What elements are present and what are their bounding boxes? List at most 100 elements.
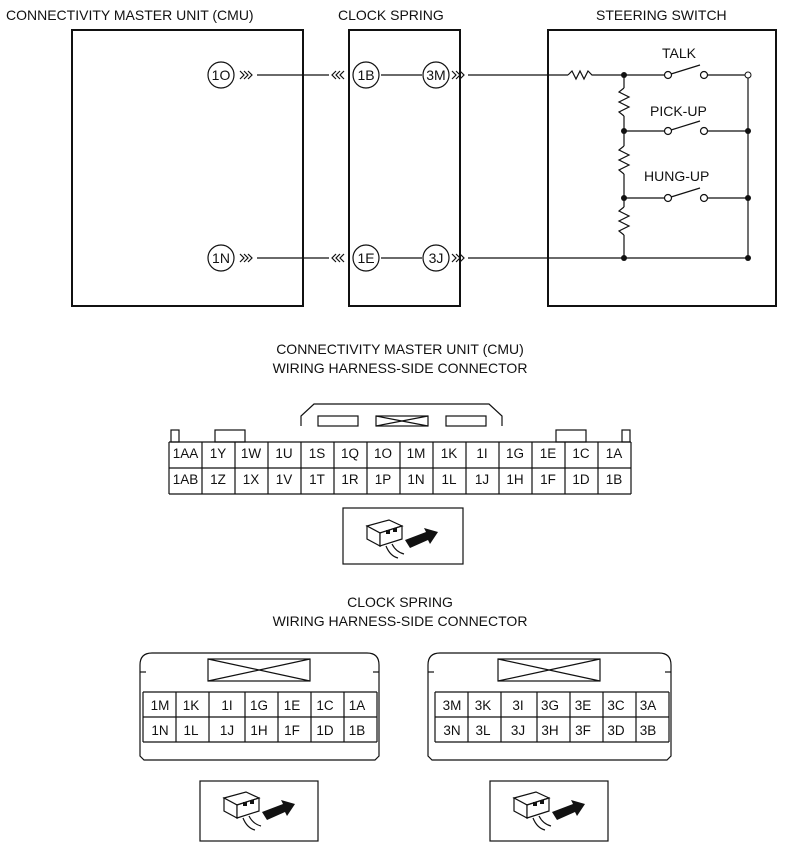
cmu-pin: 1O [374,446,392,461]
clock-pin: 1C [316,698,334,713]
wires [257,74,748,259]
resistor-3 [617,206,631,236]
cmu-pin: 1F [540,472,556,487]
clock-pin: 3N [443,723,460,738]
cmu-pin: 1B [606,472,623,487]
pin-cmu-1n: 1N [207,244,235,272]
clock-pin: 3L [475,723,491,738]
clock-connector-left-housing [139,652,380,761]
clock-pin: 1G [250,698,268,713]
cmu-pin: 1H [506,472,523,487]
cmu-pin: 1W [241,446,262,461]
cmu-pin: 1J [475,472,489,487]
steering-switch-box [547,29,777,307]
connector-mark-cmu-bottom [239,253,253,263]
clock-pin: 3J [511,723,525,738]
clock-connector-right-pins: 3M 3K 3I 3G 3E 3C 3A 3N 3L 3J 3H 3F 3D 3… [443,698,657,738]
connector-mark-clock-bottom-out [451,253,465,263]
cmu-pin: 1Z [210,472,226,487]
clock-pin: 3B [640,723,657,738]
connector-mark-clock-bottom-in [331,253,345,263]
cmu-pin: 1K [441,446,458,461]
cmu-pin: 1M [407,446,426,461]
cmu-pin: 1AA [173,446,199,461]
clock-pin: 1N [151,723,168,738]
pin-label: 3M [426,67,445,83]
clock-pin: 1F [284,723,300,738]
cmu-connector-grid [168,441,632,495]
pin-label: 1O [212,67,231,83]
clock-pin: 3I [512,698,523,713]
clock-pin: 3G [541,698,559,713]
clock-pin: 1E [284,698,301,713]
resistor-1 [617,87,631,117]
switch-label-talk: TALK [662,45,697,61]
pin-label: 1B [357,67,374,83]
resistor-2 [617,145,631,175]
cmu-pin: 1V [276,472,293,487]
pin-clock-3m: 3M [422,61,450,89]
cmu-pin: 1C [572,446,590,461]
clock-connector-grids [142,691,670,743]
cmu-pin: 1N [407,472,424,487]
clock-connector-title-2: WIRING HARNESS-SIDE CONNECTOR [273,613,528,629]
cmu-pin: 1E [540,446,557,461]
cmu-pin: 1I [476,446,487,461]
pin-label: 3J [429,250,444,266]
clock-connector-right-housing [427,652,672,761]
connector-mark-cmu-top [239,70,253,80]
clock-pin: 1D [316,723,334,738]
clock-pin: 3D [607,723,625,738]
clock-pin: 1L [183,723,199,738]
clock-pin: 1A [349,698,366,713]
clock-connector-title-1: CLOCK SPRING [347,594,453,610]
cmu-pin: 1G [506,446,524,461]
pin-label: 1E [357,250,374,266]
cmu-pin: 1U [275,446,292,461]
clock-pin: 1B [349,723,366,738]
clock-pin: 1I [221,698,232,713]
cmu-connector-housing [170,403,631,443]
junction-dots [621,71,752,261]
switch-label-pickup: PICK-UP [650,103,707,119]
cmu-pin: 1A [606,446,623,461]
cmu-pin: 1R [341,472,359,487]
cmu-connector-title-2: WIRING HARNESS-SIDE CONNECTOR [273,360,528,376]
pin-label: 1N [212,250,230,266]
connector-mark-clock-top-in [331,70,345,80]
cmu-pin: 1D [572,472,590,487]
connector-mark-clock-top-out [451,70,465,80]
cmu-box [71,29,304,307]
clock-spring-title: CLOCK SPRING [338,7,444,23]
cmu-pin: 1S [309,446,326,461]
clock-connector-left-pins: 1M 1K 1I 1G 1E 1C 1A 1N 1L 1J 1H 1F 1D 1… [151,698,366,738]
steering-switch-title: STEERING SWITCH [596,7,727,23]
resistor-input [567,69,624,81]
clock-pin: 1M [151,698,170,713]
clock-spring-box [348,29,461,307]
cmu-pin: 1X [243,472,260,487]
cmu-connector-view-icon [342,507,464,565]
clock-pin: 1J [220,723,234,738]
clock-connector-right-view-icon [489,780,609,842]
clock-pin: 1H [250,723,267,738]
clock-pin: 1K [183,698,200,713]
pin-clock-3j: 3J [422,244,450,272]
cmu-connector-pins: 1AA 1Y 1W 1U 1S 1Q 1O 1M 1K 1I 1G 1E 1C … [173,446,623,487]
switch-circuit [567,64,749,258]
cmu-pin: 1P [375,472,392,487]
clock-pin: 3H [541,723,558,738]
cmu-pin: 1AB [173,472,199,487]
pin-clock-1e: 1E [352,244,380,272]
cmu-pin: 1Q [341,446,359,461]
clock-pin: 3F [575,723,591,738]
clock-pin: 3A [640,698,657,713]
cmu-pin: 1L [441,472,457,487]
clock-connector-left-view-icon [199,780,319,842]
pin-clock-1b: 1B [352,61,380,89]
clock-pin: 3M [443,698,462,713]
cmu-pin: 1T [309,472,325,487]
cmu-pin: 1Y [210,446,227,461]
switch-label-hungup: HUNG-UP [644,168,709,184]
